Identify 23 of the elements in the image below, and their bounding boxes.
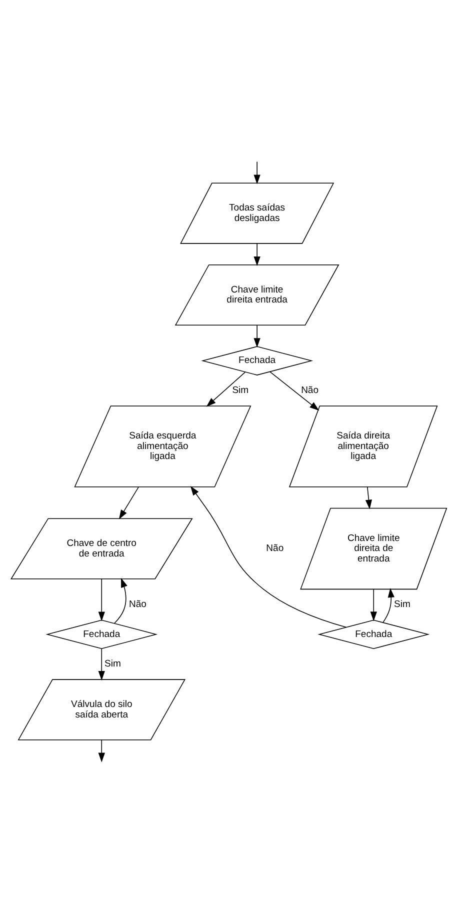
edge-label: Sim [104, 658, 121, 670]
arrow [206, 371, 246, 406]
arrow [118, 486, 139, 519]
edge-label: Não [128, 598, 146, 610]
arrow [98, 578, 105, 621]
node-diamond: Fechada [318, 619, 430, 649]
arrow [254, 324, 260, 348]
arrow [254, 242, 260, 266]
arrow [254, 160, 260, 184]
edge-label: Não [266, 542, 284, 554]
arrow [370, 588, 377, 621]
node-diamond: Fechada [46, 619, 158, 649]
arrow [190, 485, 347, 628]
arrow [382, 588, 394, 622]
arrow [114, 577, 128, 624]
arrow [98, 739, 105, 762]
edge-label: Sim [394, 598, 410, 610]
arrow [365, 486, 372, 509]
arrow [98, 648, 105, 680]
edge-label: Não [301, 384, 319, 396]
node-diamond: Fechada [201, 346, 314, 375]
edge-label: Sim [232, 384, 249, 396]
arrow [269, 370, 320, 410]
